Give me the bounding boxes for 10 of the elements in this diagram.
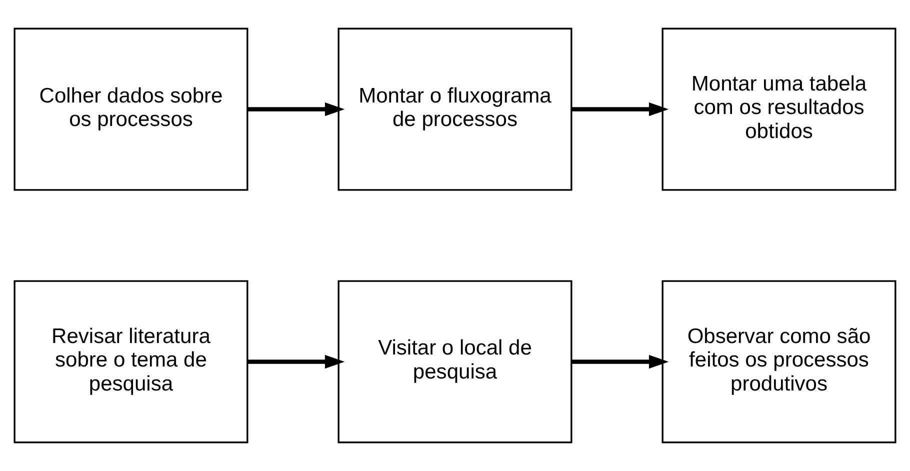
node-box: Montar uma tabela com os resultados obtidos bbox=[662, 28, 896, 191]
arrow bbox=[247, 354, 345, 369]
node-box: Revisar literatura sobre o tema de pesquisa bbox=[14, 280, 248, 444]
arrow bbox=[247, 102, 345, 116]
arrow bbox=[571, 354, 669, 369]
arrow bbox=[571, 102, 669, 116]
node-box: Montar o fluxograma de processos bbox=[338, 28, 572, 191]
node-box: Observar como são feitos os processos produtivos bbox=[662, 280, 896, 444]
node-box: Visitar o local de pesquisa bbox=[338, 280, 572, 444]
node-box: Colher dados sobre os processos bbox=[14, 28, 248, 191]
